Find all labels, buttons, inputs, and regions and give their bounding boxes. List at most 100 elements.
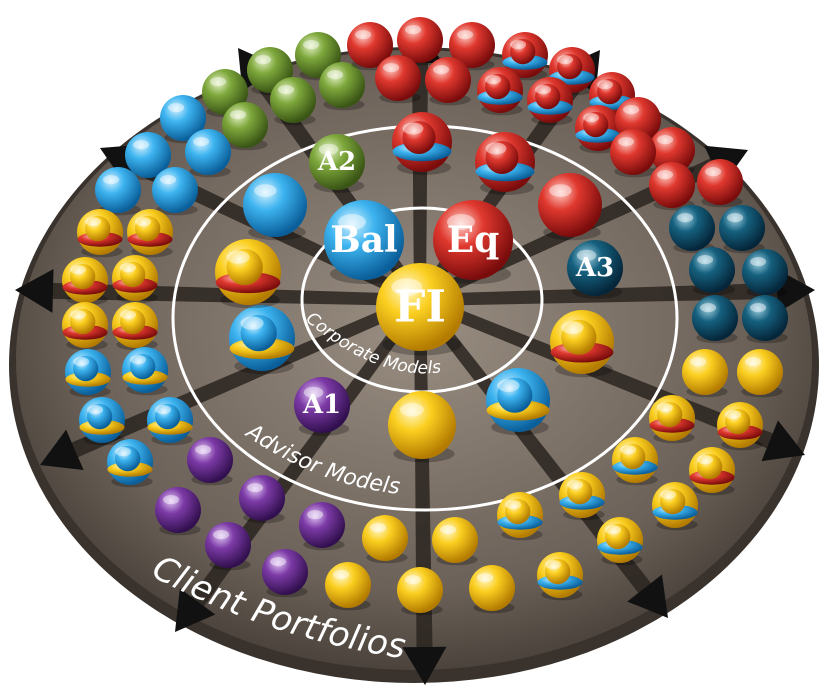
ball-highlight [697, 455, 714, 465]
ball-highlight [399, 402, 424, 417]
client-ball [325, 562, 371, 611]
ball [202, 69, 248, 115]
ball-highlight [657, 403, 674, 413]
advisor-a3-ball [567, 240, 623, 299]
ball-highlight [155, 405, 172, 415]
client-ball [502, 32, 548, 81]
client-ball [79, 397, 125, 446]
ball-highlight [623, 105, 640, 115]
ball-highlight [697, 255, 714, 265]
ball-cap [620, 443, 646, 470]
client-ball [319, 62, 365, 111]
ball-highlight [477, 573, 494, 583]
client-ball [689, 447, 735, 496]
ball-highlight [576, 249, 597, 261]
client-ball [112, 255, 158, 304]
client-ball [682, 349, 728, 398]
spoke-shaft [415, 296, 651, 593]
ball-highlight [618, 137, 635, 147]
ball-highlight [657, 170, 674, 180]
ball-highlight [660, 490, 677, 500]
advisor-ball [550, 310, 614, 378]
arrowhead-icon [40, 429, 84, 471]
ball-highlight [605, 525, 622, 535]
client-ball [397, 567, 443, 616]
ball [610, 129, 656, 175]
ball-cap [226, 248, 263, 286]
ball-highlight [727, 213, 744, 223]
ball-highlight [303, 40, 320, 50]
ball [388, 391, 456, 459]
arrowhead-icon [761, 420, 805, 462]
ball-cap [567, 478, 593, 505]
arrowhead-icon [402, 646, 447, 685]
ball-highlight [240, 316, 264, 330]
ball-cap [583, 111, 609, 138]
client-ball [692, 295, 738, 344]
client-ball [187, 437, 233, 486]
ball-highlight [195, 445, 212, 455]
client-ball [719, 205, 765, 254]
ball [325, 562, 371, 608]
ball [737, 349, 783, 395]
ball-highlight [87, 405, 104, 415]
core-eq-ball [433, 200, 513, 284]
core-eq-label: Eq [447, 219, 500, 261]
label-layer: Bal Eq FI A1 A2 A3 [302, 147, 614, 420]
ball-highlight [535, 85, 552, 95]
ball-cap [115, 445, 141, 472]
client-ball [62, 257, 108, 306]
client-ball [239, 475, 285, 524]
ball [538, 173, 602, 237]
ball [155, 487, 201, 533]
ball-cap [130, 353, 156, 380]
ball-highlight [355, 30, 372, 40]
advisor-ball [486, 368, 550, 436]
ball [376, 263, 464, 351]
arrowhead-icon [627, 574, 668, 618]
ball-cap [73, 355, 99, 382]
ball-highlight [557, 55, 574, 65]
ball-highlight [255, 55, 272, 65]
ball-highlight [338, 214, 366, 230]
client-ball [689, 247, 735, 296]
advisor-ball [243, 173, 307, 241]
ball-cap [70, 263, 96, 290]
ball-highlight [447, 214, 475, 230]
ball [742, 249, 788, 295]
advisor-ball [388, 391, 456, 463]
ball [469, 565, 515, 611]
core-fi-label: FI [394, 282, 446, 333]
ball [243, 173, 307, 237]
ball-highlight [597, 80, 614, 90]
ball-highlight [307, 510, 324, 520]
ball-highlight [440, 525, 457, 535]
client-ball [262, 549, 308, 598]
advisor-a3-label: A3 [575, 253, 614, 283]
ball [425, 57, 471, 103]
arrowhead-icon [15, 268, 54, 313]
spoke-shaft [191, 296, 425, 607]
ball [299, 502, 345, 548]
ball [152, 167, 198, 213]
client-ball [469, 565, 515, 614]
client-ball [449, 22, 495, 71]
client-ball [152, 167, 198, 216]
client-ball [742, 295, 788, 344]
ball [309, 134, 365, 190]
client-ball [537, 552, 583, 601]
client-ball [95, 167, 141, 216]
ball-highlight [318, 143, 339, 155]
ball [692, 295, 738, 341]
client-ball [222, 102, 268, 151]
ball-highlight [213, 530, 230, 540]
client-ball [669, 205, 715, 254]
ball-highlight [485, 75, 502, 85]
client-ball [597, 517, 643, 566]
advisor-a1-ball [294, 377, 350, 436]
advisor-a2-label: A2 [317, 147, 356, 177]
ball-highlight [120, 263, 137, 273]
ball [689, 247, 735, 293]
client-ball [185, 129, 231, 178]
client-ball [112, 302, 158, 351]
